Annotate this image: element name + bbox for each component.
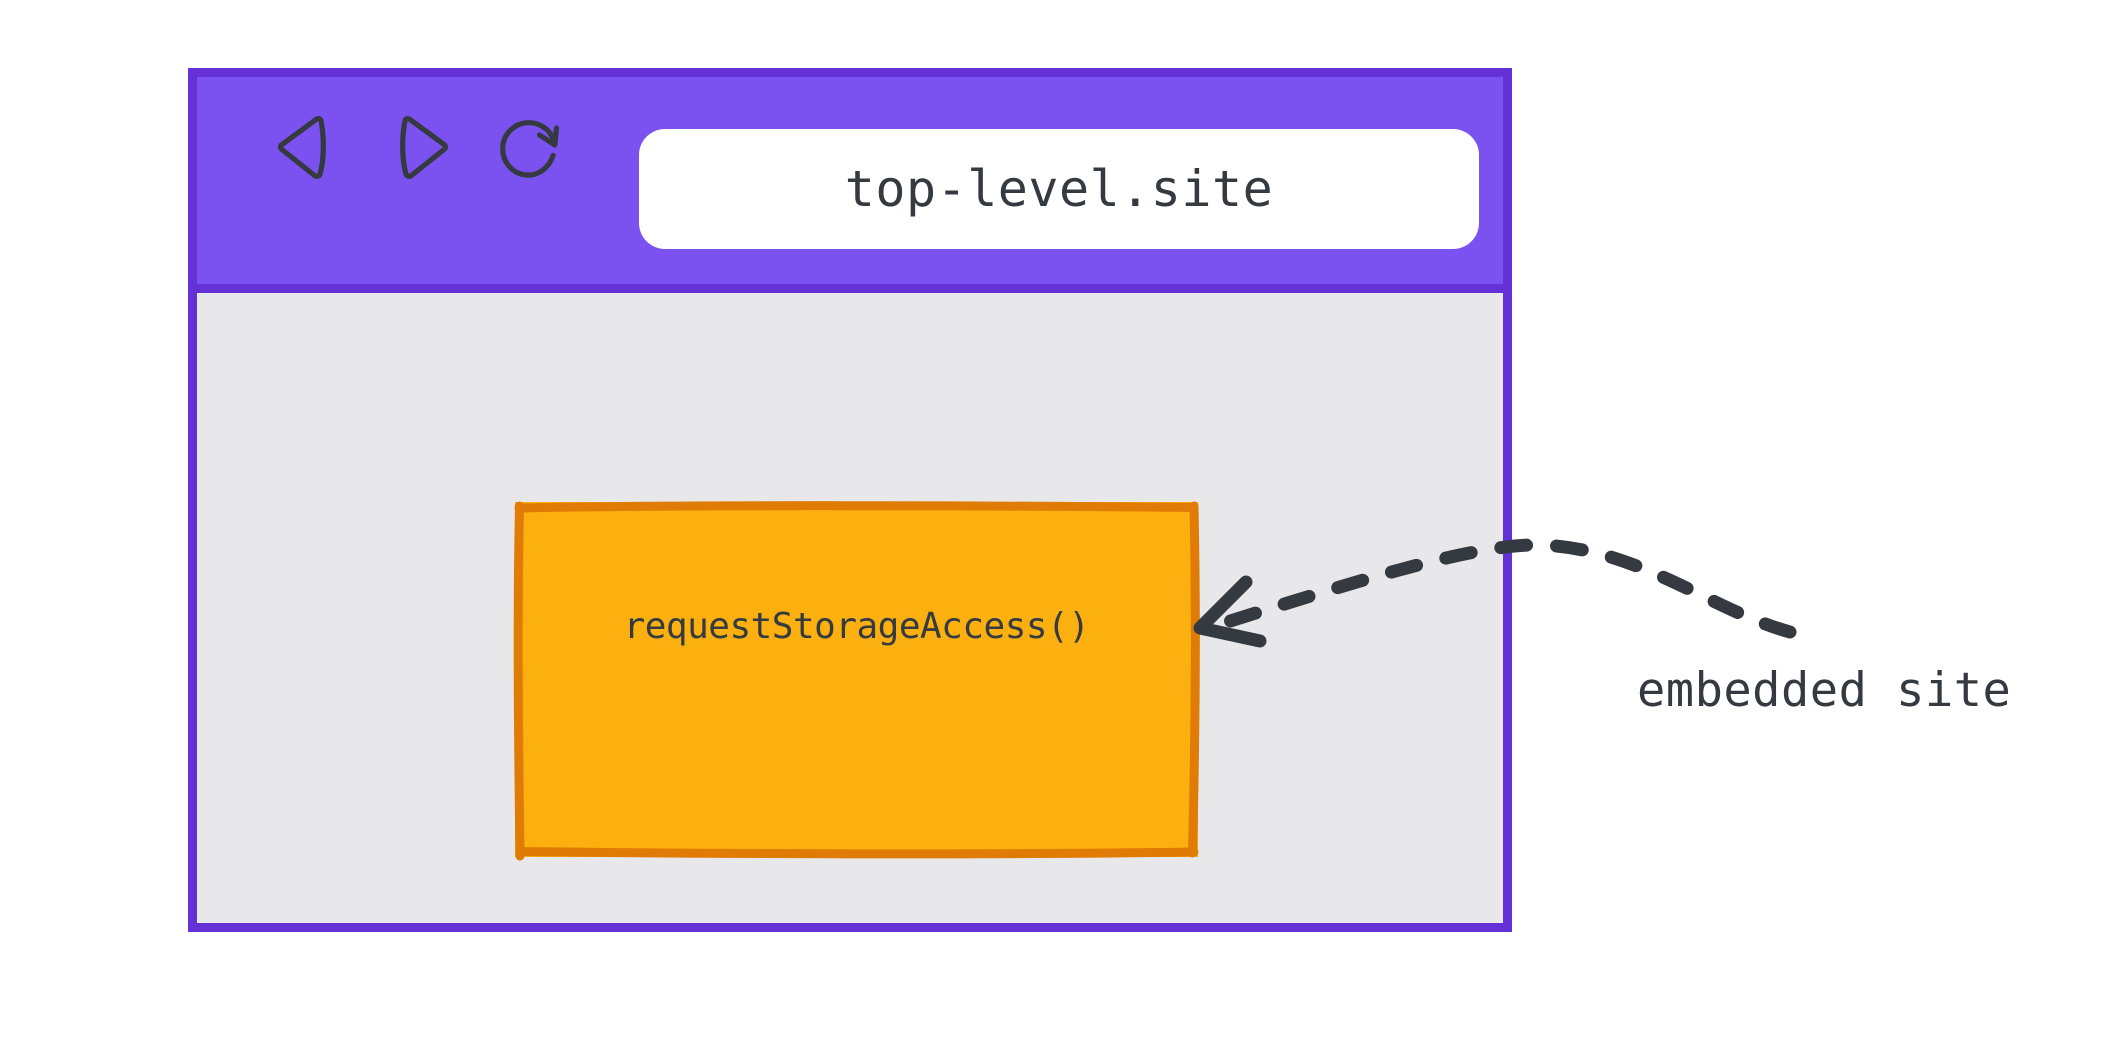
annotation-label: embedded site [1637, 663, 2012, 718]
forward-triangle-icon [400, 116, 449, 179]
embedded-frame[interactable]: requestStorageAccess() [513, 501, 1200, 861]
reload-button[interactable] [489, 105, 573, 189]
back-triangle-icon [277, 116, 326, 179]
embedded-frame-border [513, 501, 1200, 861]
browser-window: top-level.site requestStorageAccess() [188, 68, 1512, 932]
back-button[interactable] [265, 105, 349, 189]
url-text: top-level.site [844, 160, 1274, 218]
reload-circular-arrow-icon [500, 120, 560, 178]
browser-toolbar: top-level.site [197, 77, 1503, 293]
navigation-button-group [265, 105, 573, 189]
embedded-frame-label: requestStorageAccess() [623, 606, 1090, 647]
page-content-area: requestStorageAccess() [197, 293, 1503, 923]
forward-button[interactable] [377, 105, 461, 189]
url-bar[interactable]: top-level.site [639, 129, 1479, 249]
embedded-frame-fill [515, 502, 1198, 857]
